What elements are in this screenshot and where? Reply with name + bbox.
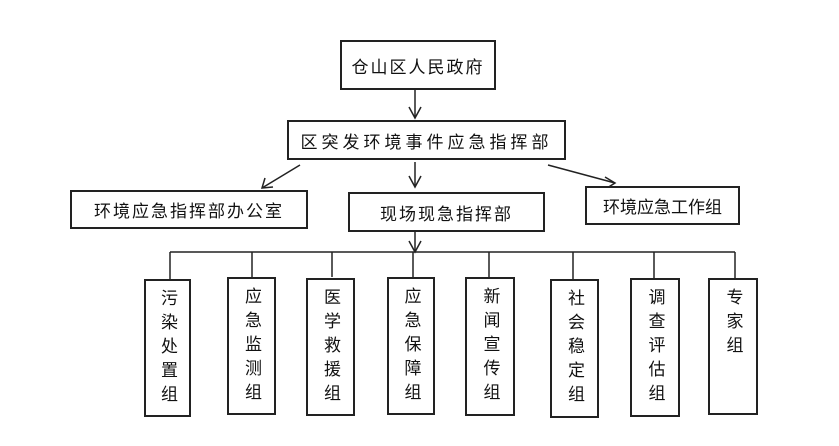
- group-box: 社会稳定组: [550, 279, 599, 418]
- arrow-gov-to-command: [408, 90, 422, 120]
- command-headquarters-box: 区突发环境事件应急指挥部: [287, 120, 566, 160]
- group-box: 专家组: [708, 278, 758, 415]
- box-label: 仓山区人民政府: [351, 57, 485, 78]
- arrow-to-groups: [408, 232, 422, 254]
- district-government-box: 仓山区人民政府: [340, 40, 496, 90]
- box-label: 应急监测组: [241, 287, 261, 407]
- box-label: 应急保障组: [400, 287, 421, 407]
- arrow-to-workgroup: [547, 164, 617, 189]
- office-box: 环境应急指挥部办公室: [70, 190, 308, 229]
- group-drop-lines: [169, 252, 736, 279]
- box-label: 医学救援组: [320, 288, 340, 408]
- group-box: 医学救援组: [306, 278, 355, 416]
- group-box: 污染处置组: [144, 279, 191, 417]
- group-box: 应急保障组: [387, 277, 435, 415]
- box-label: 区突发环境事件应急指挥部: [300, 132, 553, 153]
- box-label: 污染处置组: [157, 289, 177, 409]
- box-label: 调查评估组: [644, 288, 665, 408]
- box-label: 社会稳定组: [564, 289, 584, 409]
- box-label: 现场现急指挥部: [380, 204, 513, 225]
- box-label: 新闻宣传组: [479, 287, 500, 407]
- arrow-to-office: [260, 164, 301, 189]
- arrow-to-field: [408, 162, 422, 189]
- group-box: 应急监测组: [227, 277, 276, 415]
- group-box: 新闻宣传组: [465, 277, 515, 416]
- box-label: 专家组: [722, 288, 743, 360]
- box-label: 环境应急工作组: [603, 198, 722, 218]
- field-command-box: 现场现急指挥部: [348, 192, 545, 232]
- workgroup-box: 环境应急工作组: [585, 186, 740, 225]
- box-label: 环境应急指挥部办公室: [94, 202, 284, 222]
- group-box: 调查评估组: [630, 278, 680, 417]
